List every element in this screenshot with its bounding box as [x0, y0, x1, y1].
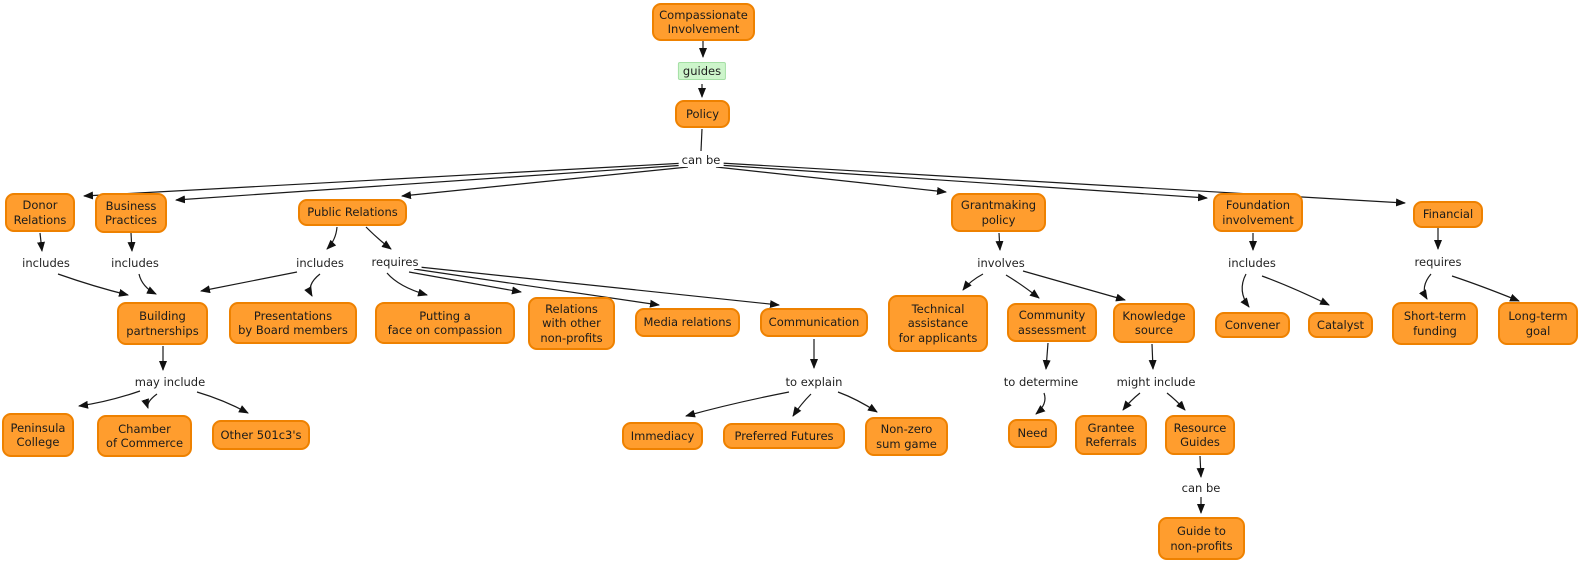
link-label-includes-donor[interactable]: includes	[19, 256, 73, 270]
connector-line	[1042, 342, 1051, 370]
connector-line	[715, 166, 947, 196]
connector-line	[1022, 270, 1126, 302]
concept-public-relations[interactable]: Public Relations	[298, 199, 407, 226]
concept-communication[interactable]: Communication	[760, 308, 868, 337]
connector-line	[1122, 392, 1141, 411]
connector-line	[401, 166, 689, 200]
connector-line	[365, 226, 392, 250]
connector-line	[1005, 274, 1040, 299]
concept-policy[interactable]: Policy	[675, 100, 730, 128]
connector-line	[386, 272, 428, 297]
connector-line	[1261, 275, 1330, 306]
connector-line	[1419, 273, 1432, 300]
concept-financial[interactable]: Financial	[1413, 201, 1483, 228]
link-label-can-be-policy[interactable]: can be	[678, 153, 724, 167]
connector-line	[304, 273, 321, 297]
connector-line	[408, 271, 522, 295]
connector-line	[175, 164, 687, 204]
connector-line	[200, 271, 298, 294]
link-label-includes-public-relations[interactable]: includes	[293, 256, 347, 270]
concept-catalyst[interactable]: Catalyst	[1308, 312, 1373, 338]
concept-building-partnerships[interactable]: Building partnerships	[117, 302, 208, 345]
connector-line	[700, 128, 703, 152]
concept-need[interactable]: Need	[1008, 419, 1057, 448]
link-label-to-explain[interactable]: to explain	[782, 375, 846, 389]
connector-line	[1166, 392, 1186, 411]
link-label-to-determine[interactable]: to determine	[1000, 375, 1082, 389]
concept-relations-with-other-non-profits[interactable]: Relations with other non-profits	[528, 297, 615, 350]
concept-long-term-goal[interactable]: Long-term goal	[1498, 302, 1578, 345]
link-label-can-be-resource-guides[interactable]: can be	[1178, 481, 1224, 495]
connector-line	[326, 226, 338, 250]
connector-line	[418, 266, 780, 309]
concept-resource-guides[interactable]: Resource Guides	[1165, 415, 1235, 455]
concept-compassionate-involvement[interactable]: Compassionate Involvement	[652, 3, 755, 41]
connector-line	[37, 232, 45, 252]
connector-line	[717, 164, 1208, 202]
concept-community-assessment[interactable]: Community assessment	[1007, 303, 1097, 342]
concept-non-zero-sum-game[interactable]: Non-zero sum game	[865, 417, 948, 456]
concept-knowledge-source[interactable]: Knowledge source	[1113, 303, 1195, 343]
link-label-requires-financial[interactable]: requires	[1411, 255, 1465, 269]
connector-line	[196, 391, 249, 414]
concept-guide-to-non-profits[interactable]: Guide to non-profits	[1158, 517, 1245, 560]
concept-grantee-referrals[interactable]: Grantee Referrals	[1075, 415, 1147, 455]
concept-foundation-involvement[interactable]: Foundation involvement	[1213, 193, 1303, 232]
concept-presentations-by-board-members[interactable]: Presentations by Board members	[229, 302, 357, 344]
connector-line	[792, 393, 812, 417]
concept-immediacy[interactable]: Immediacy	[622, 422, 703, 450]
link-label-includes-foundation[interactable]: includes	[1225, 256, 1279, 270]
connector-line	[83, 162, 687, 200]
concept-media-relations[interactable]: Media relations	[635, 308, 740, 337]
concept-convener[interactable]: Convener	[1215, 312, 1290, 338]
concept-business-practices[interactable]: Business Practices	[95, 193, 167, 233]
connector-line	[127, 232, 136, 252]
connector-line	[1451, 275, 1520, 302]
concept-donor-relations[interactable]: Donor Relations	[5, 193, 75, 232]
connector-line	[995, 232, 1004, 251]
connector-line	[685, 391, 790, 418]
connector-line	[57, 273, 129, 297]
concept-preferred-futures[interactable]: Preferred Futures	[723, 423, 845, 449]
link-label-requires-public-relations[interactable]: requires	[368, 255, 422, 269]
concept-putting-a-face-on-compassion[interactable]: Putting a face on compassion	[375, 302, 515, 344]
concept-peninsula-college[interactable]: Peninsula College	[2, 413, 74, 457]
concept-grantmaking-policy[interactable]: Grantmaking policy	[951, 193, 1046, 232]
connector-line	[1148, 343, 1157, 370]
concept-technical-assistance-for-applicants[interactable]: Technical assistance for applicants	[888, 295, 988, 352]
connector-line	[837, 391, 878, 413]
connector-line	[1035, 392, 1046, 415]
link-label-may-include[interactable]: may include	[131, 375, 209, 389]
connector-line	[138, 273, 157, 295]
concept-chamber-of-commerce[interactable]: Chamber of Commerce	[97, 415, 192, 457]
concept-other-501c3s[interactable]: Other 501c3's	[212, 420, 310, 450]
connector-line	[962, 273, 984, 291]
connector-line	[1240, 273, 1250, 308]
connector-line	[78, 390, 141, 409]
connector-line	[141, 393, 158, 409]
link-label-might-include[interactable]: might include	[1113, 375, 1199, 389]
connector-line	[719, 162, 1406, 207]
connector-line	[413, 268, 660, 308]
concept-short-term-funding[interactable]: Short-term funding	[1392, 302, 1478, 345]
link-label-involves[interactable]: involves	[974, 256, 1028, 270]
link-label-guides[interactable]: guides	[677, 62, 727, 80]
link-label-includes-business[interactable]: includes	[108, 256, 162, 270]
connector-line	[1196, 455, 1205, 478]
